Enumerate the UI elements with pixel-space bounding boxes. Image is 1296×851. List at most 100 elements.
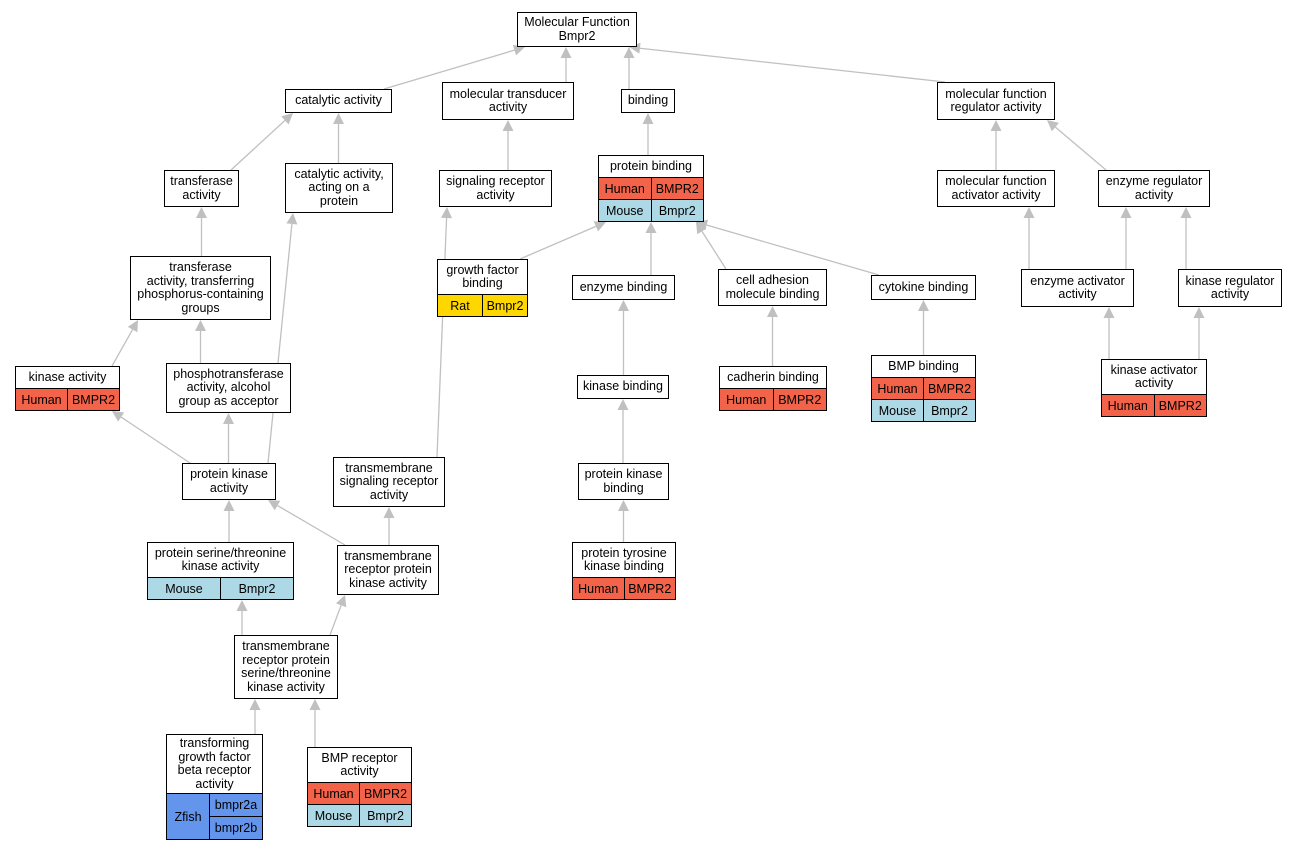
- arrowhead: [223, 413, 234, 424]
- species-cell: Mouse: [878, 403, 917, 418]
- gene-cell: bmpr2b: [210, 816, 262, 839]
- node-label-line: beta receptor: [177, 763, 252, 777]
- node-label-line: serine/threonine: [241, 666, 331, 680]
- node-label-line: transmembrane: [344, 548, 432, 563]
- arrowhead: [642, 113, 654, 124]
- node-catalytic-activity[interactable]: catalytic activity: [285, 89, 392, 113]
- arrowhead: [696, 222, 707, 235]
- edge-gfbind-to-protbind: [519, 225, 597, 260]
- gene-cell: BMPR2: [650, 178, 704, 199]
- node-label-line: activity: [1210, 287, 1250, 301]
- node-label-line: growth factor: [178, 749, 251, 764]
- node-label: cadherin binding: [720, 367, 826, 388]
- arrowhead: [1047, 120, 1059, 132]
- node-label-line: molecular function: [945, 174, 1047, 188]
- node-binding[interactable]: binding: [621, 89, 675, 113]
- gene-cell: BMPR2: [923, 378, 975, 399]
- arrowhead: [1120, 207, 1132, 218]
- ortholog-row-human: Human BMPR2: [308, 782, 411, 804]
- arrowhead: [1103, 307, 1115, 318]
- node-enzyme-binding[interactable]: enzyme binding: [572, 275, 675, 300]
- node-label-line: activity: [1058, 287, 1097, 301]
- node-kinase-binding[interactable]: kinase binding: [577, 375, 669, 399]
- arrowhead: [281, 113, 293, 125]
- node-cytokine-binding[interactable]: cytokine binding: [871, 275, 976, 300]
- node-label-line: activity: [209, 480, 249, 495]
- edge-cytobind-to-protbind: [706, 224, 880, 276]
- node-label-line: enzyme activator: [1030, 273, 1125, 288]
- node-label-line: kinase activity: [349, 575, 427, 590]
- node-label-line: Molecular Function: [524, 15, 630, 29]
- gene-cell: bmpr2a: [214, 798, 258, 812]
- edge-tmrpk-to-protkin: [277, 504, 346, 546]
- arrowhead: [333, 113, 344, 124]
- arrowhead: [623, 47, 635, 58]
- arrowhead: [502, 120, 514, 131]
- node-label-line: protein kinase: [584, 467, 663, 481]
- arrowhead: [618, 300, 629, 311]
- species-cell: Human: [726, 392, 767, 407]
- gene-cell: BMPR2: [359, 783, 411, 804]
- node-label-line: signaling receptor: [339, 474, 439, 489]
- species-cell: Zfish: [174, 809, 202, 824]
- gene-list: bmpr2a bmpr2b: [209, 794, 262, 839]
- arrowhead: [383, 507, 395, 518]
- node-label-line: activity: [476, 187, 515, 202]
- species-cell: Human: [313, 786, 354, 801]
- arrowhead: [268, 500, 281, 511]
- node-label-line: phosphotransferase: [173, 366, 284, 381]
- node-label: kinase activity: [16, 367, 119, 388]
- node-label-line: receptor protein: [242, 652, 330, 667]
- node-label-line: signaling receptor: [446, 174, 545, 188]
- node-label-line: activity, alcohol: [186, 380, 271, 395]
- edge-protkin-to-kinact: [120, 416, 191, 464]
- arrowhead: [309, 699, 321, 710]
- node-label-line: transferase: [169, 260, 232, 274]
- node-label-line: protein serine/threonine: [154, 545, 287, 560]
